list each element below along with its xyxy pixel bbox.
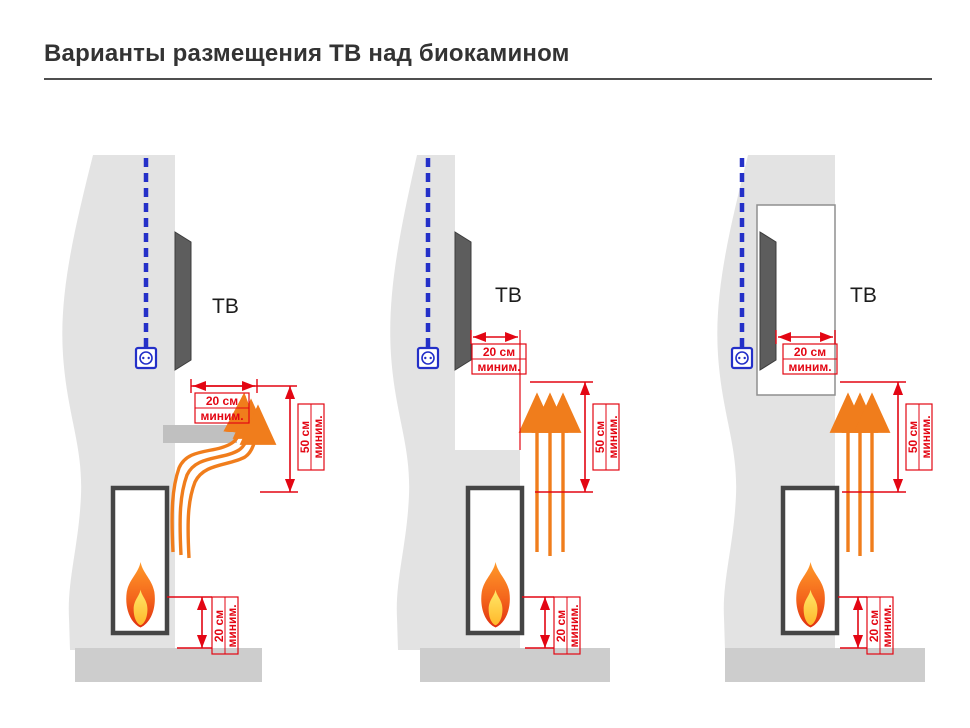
- dimension-tv-gap: 20 см миним.: [470, 330, 527, 450]
- heat-flow-arrows: [518, 392, 582, 556]
- tv-panel: [759, 231, 777, 371]
- tv-panel: [174, 231, 192, 371]
- dimension-clearance: 50 см миним.: [530, 381, 620, 493]
- tv-panel: [454, 231, 472, 371]
- dim-value: 50 см: [593, 421, 607, 453]
- dim-value: 20 см: [212, 610, 226, 642]
- dim-qualifier: миним.: [477, 360, 520, 374]
- dimension-floor-gap: 20 см миним.: [167, 596, 239, 655]
- floor-slab: [725, 648, 925, 682]
- dim-qualifier: миним.: [880, 604, 894, 647]
- dimension-clearance: 50 см миним.: [840, 381, 933, 493]
- dim-value: 20 см: [554, 610, 568, 642]
- heat-flow-arrows: [829, 392, 891, 556]
- dim-value: 20 см: [794, 345, 826, 359]
- power-outlet-icon: [134, 346, 158, 370]
- dim-qualifier: миним.: [200, 409, 243, 423]
- panel-variant-step: ТВ 20 см миним. 50 см: [390, 155, 620, 682]
- heat-arrow: [186, 404, 277, 559]
- dim-value: 50 см: [298, 421, 312, 453]
- power-outlet-icon: [416, 346, 440, 370]
- dimension-clearance: 50 см миним.: [260, 386, 325, 493]
- dim-qualifier: миним.: [311, 415, 325, 458]
- shelf: [163, 425, 237, 443]
- dimension-tv-gap: 20 см миним.: [775, 330, 838, 375]
- page-title: Варианты размещения ТВ над биокамином: [44, 40, 570, 67]
- dim-qualifier: миним.: [606, 415, 620, 458]
- dim-value: 20 см: [206, 394, 238, 408]
- dim-qualifier: миним.: [225, 604, 239, 647]
- dimension-floor-gap: 20 см миним.: [522, 596, 581, 655]
- dimension-floor-gap: 20 см миним.: [838, 596, 894, 655]
- page-title-block: Варианты размещения ТВ над биокамином: [44, 40, 932, 80]
- dim-qualifier: миним.: [788, 360, 831, 374]
- panel-variant-niche: ТВ 20 см миним. 50 см: [717, 155, 933, 682]
- dim-qualifier: миним.: [919, 415, 933, 458]
- dimension-tv-gap: 20 см миним.: [190, 379, 297, 424]
- dim-value: 20 см: [483, 345, 515, 359]
- tv-label: ТВ: [212, 295, 239, 318]
- floor-slab: [420, 648, 610, 682]
- heat-flow-arrows: [170, 392, 277, 559]
- power-outlet-icon: [730, 346, 754, 370]
- dim-value: 50 см: [906, 421, 920, 453]
- dim-qualifier: миним.: [567, 604, 581, 647]
- panel-variant-shelf: ТВ 20 см миним. 50: [62, 155, 325, 682]
- dim-value: 20 см: [867, 610, 881, 642]
- tv-label: ТВ: [495, 284, 522, 307]
- floor-slab: [75, 648, 262, 682]
- tv-label: ТВ: [850, 284, 877, 307]
